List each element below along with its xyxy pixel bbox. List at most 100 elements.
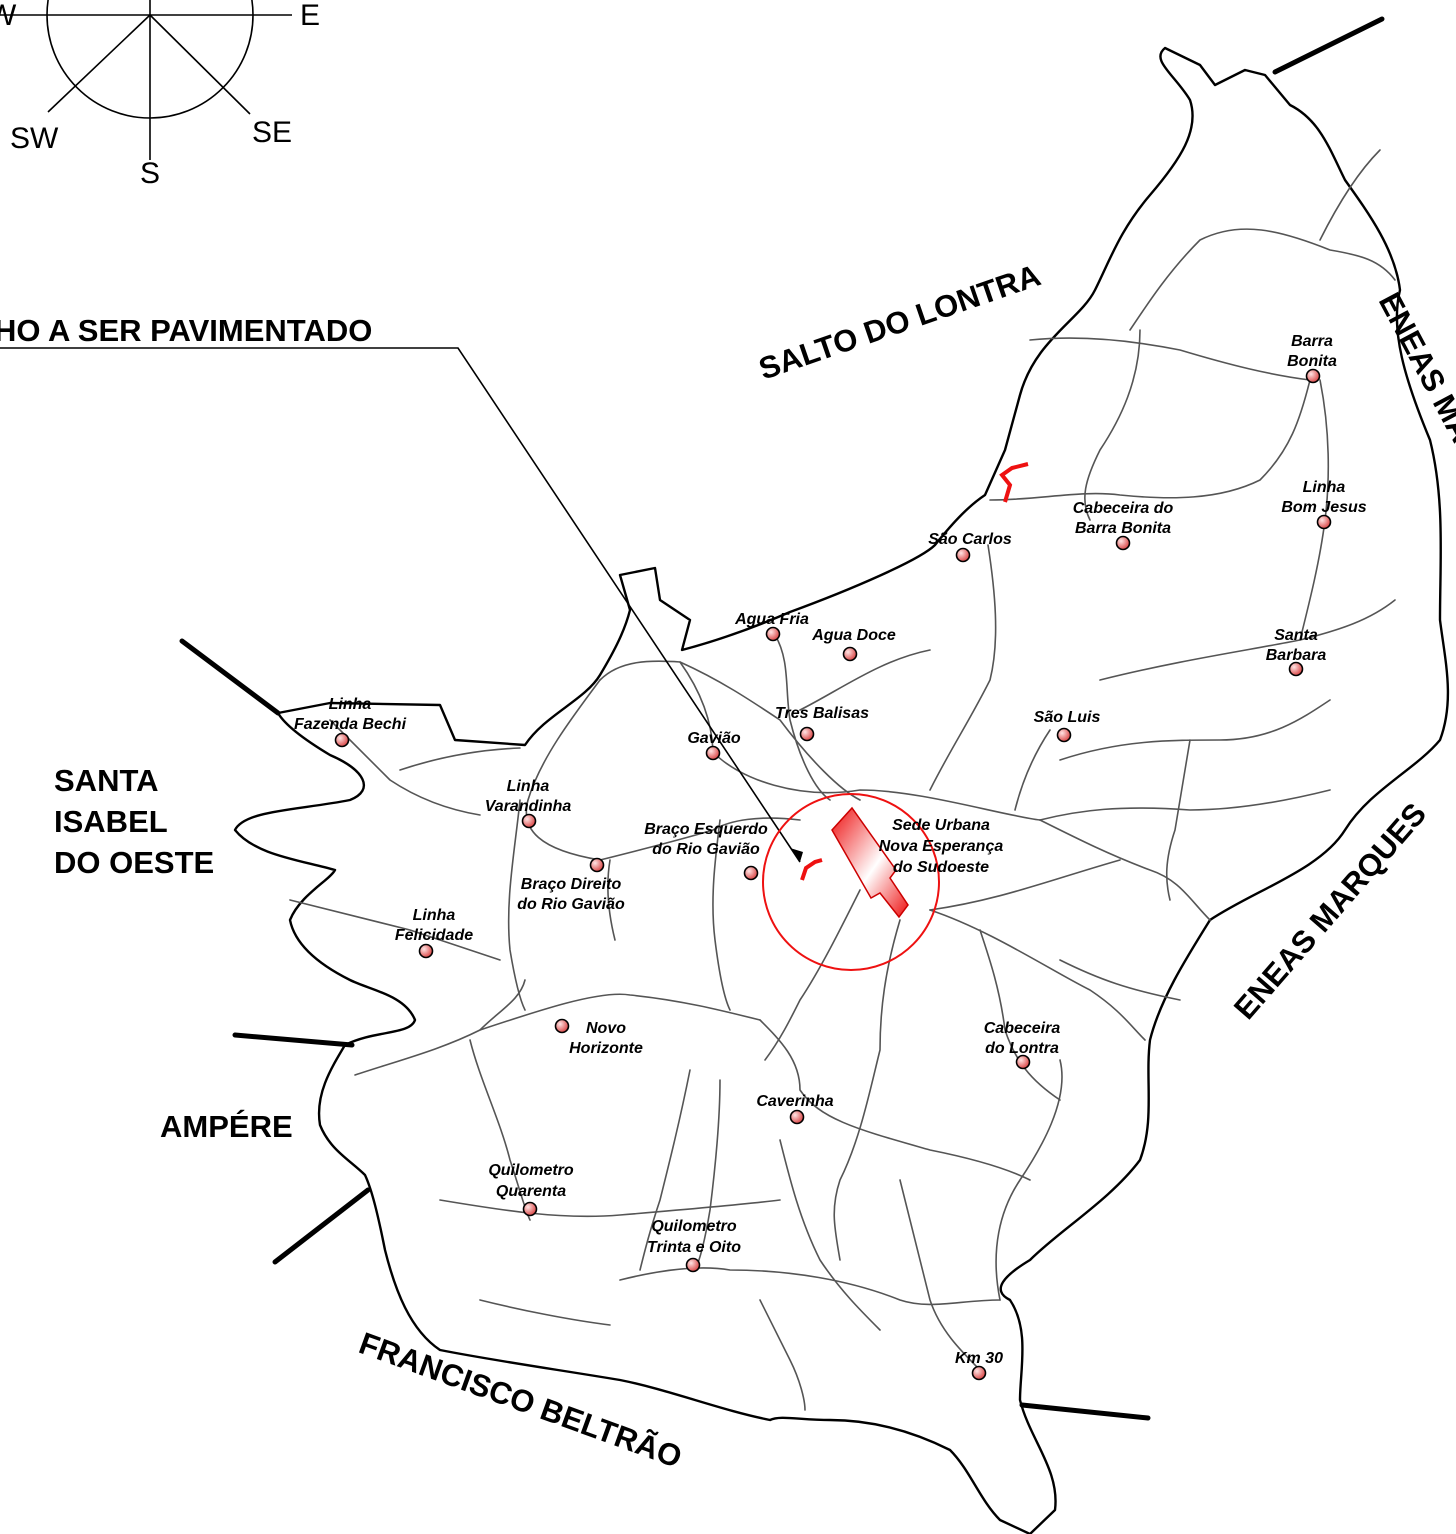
road — [929, 544, 997, 791]
divider-southwest — [232, 1032, 355, 1048]
road — [479, 1299, 611, 1326]
locality-markers — [334, 368, 1332, 1381]
locality-marker-gaviao — [705, 745, 721, 761]
locality-marker-quilometro-quarenta — [522, 1201, 538, 1217]
neighbor-eneas-marques-top: ENEAS MARQUES — [1372, 287, 1456, 545]
compass-rose: W E SW S SE — [0, 0, 320, 190]
road — [1084, 329, 1141, 521]
divider-southeast — [1019, 1402, 1151, 1421]
locality-marker-tres-balisas — [799, 726, 815, 742]
label-sao-carlos: São Carlos — [928, 531, 1012, 548]
locality-marker-novo-horizonte — [554, 1018, 570, 1034]
road — [799, 649, 931, 711]
road — [833, 919, 901, 1261]
label-agua-fria: Agua Fria — [734, 611, 809, 628]
road — [1059, 959, 1181, 1001]
road — [929, 859, 1121, 911]
road — [607, 859, 616, 941]
road-network — [289, 149, 1396, 1411]
road — [479, 993, 761, 1031]
road — [1039, 819, 1211, 921]
label-sao-luis: São Luis — [1034, 709, 1101, 726]
compass-label-se: SE — [252, 116, 292, 149]
compass-label-e: E — [300, 0, 320, 32]
road — [764, 889, 861, 1061]
compass-axis-sw — [47, 14, 151, 113]
municipality-border — [233, 46, 1450, 1534]
paved-section-north — [999, 462, 1029, 503]
locality-marker-cabeceira-barra-bonita — [1115, 535, 1131, 551]
compass-label-sw: SW — [10, 122, 59, 155]
locality-marker-barra-bonita — [1305, 368, 1321, 384]
locality-marker-sao-luis — [1056, 727, 1072, 743]
neighbor-eneas-marques-right: ENEAS MARQUES — [1227, 796, 1433, 1026]
road — [995, 1059, 1063, 1301]
neighbor-francisco-beltrao: FRANCISCO BELTRÃO — [355, 1325, 687, 1474]
road — [779, 1139, 881, 1331]
divider-south — [272, 1187, 371, 1265]
locality-marker-braco-direito — [589, 857, 605, 873]
locality-marker-agua-fria — [765, 626, 781, 642]
locality-marker-cabeceira-do-lontra — [1015, 1054, 1031, 1070]
road — [1059, 699, 1331, 761]
locality-marker-linha-felicidade — [418, 943, 434, 959]
locality-marker-sao-carlos — [955, 547, 971, 563]
road — [759, 1299, 806, 1411]
divider-north — [1272, 16, 1385, 75]
neighbor-ampere: AMPÉRE — [160, 1109, 293, 1144]
road — [289, 899, 501, 961]
road — [399, 747, 521, 771]
label-km-30: Km 30 — [955, 1350, 1003, 1367]
urban-area — [831, 806, 909, 919]
label-tres-balisas: Tres Balisas — [775, 705, 869, 722]
road — [599, 660, 861, 801]
locality-marker-linha-varandinha — [521, 813, 537, 829]
leader-line — [0, 347, 801, 863]
road — [679, 661, 1041, 821]
road — [1014, 729, 1051, 811]
locality-marker-linha-bom-jesus — [1316, 514, 1332, 530]
road — [979, 929, 1061, 1101]
locality-marker-quilometro-trinta-e-oito — [685, 1257, 701, 1273]
locality-marker-agua-doce — [842, 646, 858, 662]
label-gaviao: Gavião — [687, 730, 741, 747]
divider-west — [179, 638, 281, 716]
highlight-title: HO A SER PAVIMENTADO — [0, 313, 372, 348]
neighbor-salto-do-lontra: SALTO DO LONTRA — [754, 257, 1044, 386]
road — [507, 799, 526, 1011]
road — [712, 819, 731, 1011]
road — [525, 679, 601, 861]
paved-section — [800, 858, 823, 881]
road — [774, 634, 831, 801]
label-caverinha: Caverinha — [756, 1093, 833, 1110]
locality-marker-linha-fazenda-bechi — [334, 732, 350, 748]
road — [1029, 337, 1311, 381]
locality-marker-braco-esquerdo — [743, 865, 759, 881]
road — [1319, 149, 1381, 241]
road — [639, 1069, 691, 1271]
compass-axis-se — [149, 14, 251, 115]
label-agua-doce: Agua Doce — [811, 627, 896, 644]
road — [354, 979, 526, 1076]
road — [469, 1039, 531, 1221]
compass-label-s: S — [140, 157, 160, 190]
compass-label-w: W — [0, 0, 17, 32]
road — [1099, 599, 1396, 681]
urban-highlight-circle — [762, 793, 940, 971]
road — [694, 1079, 721, 1271]
